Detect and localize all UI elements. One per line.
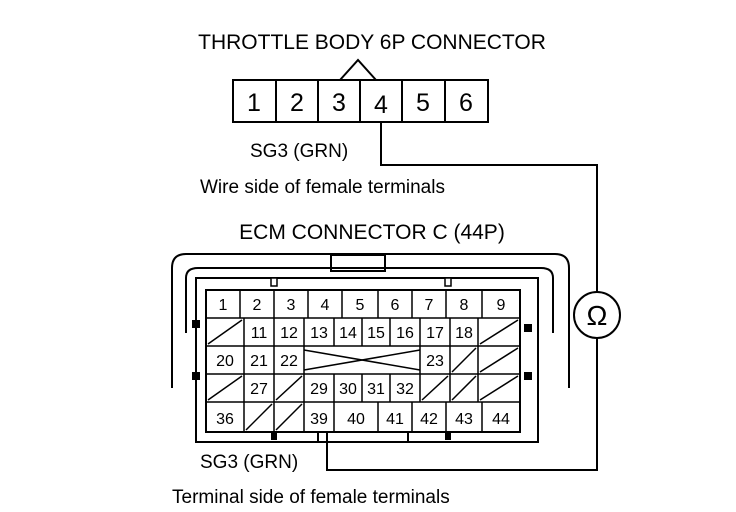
ecm-pin-label: 41 [386,411,404,428]
ecm-pin-label: 20 [216,353,234,370]
ecm-pin-label: 5 [356,297,365,314]
ecm-blank-slash [479,319,519,345]
ecm-pin-label: 44 [492,411,510,428]
ecm-blank-slash [451,375,477,401]
throttle-pin-2: 2 [290,89,304,117]
ecm-pin-label: 12 [280,325,298,342]
ecm-blank-slash [275,375,303,401]
throttle-connector-title: THROTTLE BODY 6P CONNECTOR [198,31,546,54]
ecm-pin-label: 3 [287,297,296,314]
ecm-blank-slash [275,403,303,431]
ohmmeter: Ω [573,291,621,339]
throttle-pin-1: 1 [247,89,261,117]
ecm-pin-label: 39 [310,411,328,428]
ecm-pin-label: 16 [396,325,414,342]
ecm-pin-label: 9 [497,297,506,314]
throttle-pin-6: 6 [459,89,473,117]
ecm-pin-label: 30 [339,381,357,398]
ecm-blank-slash [207,319,243,345]
lower-test-lead [326,338,598,471]
ecm-pin-label: 7 [425,297,434,314]
ecm-pin-label: 4 [321,297,330,314]
ecm-pin-label: 43 [455,411,473,428]
throttle-pin-5: 5 [416,89,430,117]
ecm-pin-label: 18 [455,325,473,342]
test-lead-wires [326,122,598,471]
ecm-pin-label: 21 [250,353,268,370]
ecm-blank-slash [479,375,519,401]
ecm-blank-slash [207,375,243,401]
ecm-pin-label: 14 [339,325,357,342]
ecm-pin-label: 42 [420,411,438,428]
throttle-view-caption: Wire side of female terminals [200,177,445,198]
ecm-signal-label: SG3 (GRN) [200,452,298,473]
ecm-pin-label: 22 [280,353,298,370]
ecm-pin-label: 11 [251,325,268,342]
ecm-pin-label: 13 [310,325,328,342]
ecm-pin-label: 40 [347,411,365,428]
ecm-connector-title: ECM CONNECTOR C (44P) [239,221,505,244]
ecm-view-caption: Terminal side of female terminals [172,487,450,508]
ecm-pin-label: 17 [426,325,444,342]
ecm-pin-label: 8 [460,297,469,314]
throttle-signal-label: SG3 (GRN) [250,141,348,162]
ecm-blank-slash [245,403,273,431]
ecm-blank-cross [303,349,421,371]
ohmmeter-icon [573,291,621,339]
ecm-locator-marks [192,277,532,440]
throttle-pin-4: 4 [374,91,388,119]
ecm-pin-label: 36 [216,411,234,428]
ecm-blank-slash [451,347,477,373]
throttle-pin-labels: 1 2 3 4 5 6 [247,89,473,119]
ecm-pin-label: 1 [219,297,228,314]
ecm-pin-label: 15 [367,325,385,342]
ecm-pin-label: 31 [367,381,385,398]
throttle-pin-3: 3 [332,89,346,117]
connector-lock-tab [339,58,377,81]
ecm-pin-label: 6 [391,297,400,314]
ecm-blank-slash [421,375,449,401]
ecm-pin-label: 29 [310,381,328,398]
ecm-pin-label: 2 [253,297,262,314]
ecm-pin-label: 23 [426,353,444,370]
upper-test-lead [380,122,598,292]
ecm-pin-label: 32 [396,381,414,398]
ecm-blank-slash [479,347,519,373]
ecm-pin-label: 27 [250,381,268,398]
throttle-connector [232,58,489,123]
ohmmeter-symbol: Ω [587,300,608,331]
